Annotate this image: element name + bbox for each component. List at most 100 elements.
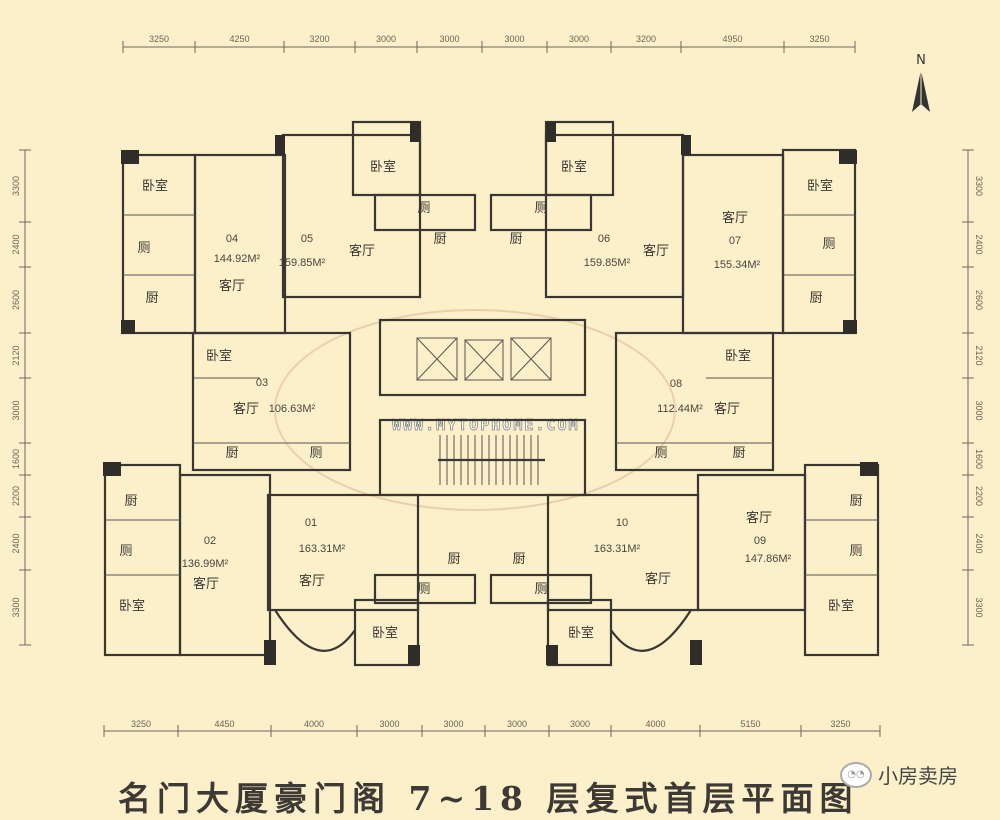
svg-text:08: 08	[670, 378, 682, 390]
dimension-label: 3000	[11, 400, 21, 420]
svg-text:厨: 厨	[732, 446, 745, 461]
walls	[103, 120, 880, 667]
svg-text:厨: 厨	[447, 552, 460, 567]
dimension-label: 3000	[507, 719, 527, 729]
dimension-label: 3200	[636, 34, 656, 44]
dimension-label: 3000	[379, 719, 399, 729]
staircase	[438, 435, 545, 485]
svg-text:客厅: 客厅	[746, 510, 772, 526]
dimension-label: 3250	[830, 719, 850, 729]
dimension-label: 2200	[11, 486, 21, 506]
svg-text:144.92M²: 144.92M²	[214, 253, 261, 265]
dimension-label: 3250	[131, 719, 151, 729]
svg-text:112.44M²: 112.44M²	[657, 403, 703, 415]
dimension-label: 2120	[974, 345, 984, 365]
svg-text:厕: 厕	[654, 446, 667, 461]
svg-text:03: 03	[256, 377, 268, 389]
dimension-label: 2600	[974, 290, 984, 310]
svg-text:厨: 厨	[225, 446, 238, 461]
svg-text:厕: 厕	[534, 582, 547, 597]
dimension-label: 3000	[439, 34, 459, 44]
svg-text:163.31M²: 163.31M²	[299, 543, 346, 555]
svg-text:02: 02	[204, 535, 216, 547]
svg-text:卧室: 卧室	[828, 598, 854, 614]
elevator-icon	[464, 339, 504, 381]
dimension-label: 3000	[569, 34, 589, 44]
svg-text:卧室: 卧室	[372, 625, 398, 641]
svg-text:厕: 厕	[417, 201, 430, 216]
svg-text:136.99M²: 136.99M²	[182, 558, 229, 570]
svg-text:159.85M²: 159.85M²	[279, 257, 326, 269]
dimension-label: 2400	[974, 533, 984, 553]
svg-text:厨: 厨	[124, 494, 137, 509]
svg-text:07: 07	[729, 235, 741, 247]
dimension-label: 3200	[309, 34, 329, 44]
svg-text:卧室: 卧室	[807, 178, 833, 194]
dimension-label: 2200	[974, 486, 984, 506]
dimension-label: 3000	[376, 34, 396, 44]
dimension-label: 4450	[214, 719, 234, 729]
svg-text:客厅: 客厅	[219, 278, 245, 294]
dimension-label: 3250	[809, 34, 829, 44]
dimension-label: 1600	[11, 449, 21, 469]
svg-text:厕: 厕	[417, 582, 430, 597]
svg-text:客厅: 客厅	[193, 576, 219, 592]
svg-text:147.86M²: 147.86M²	[745, 553, 792, 565]
dimension-label: 2120	[11, 345, 21, 365]
svg-text:106.63M²: 106.63M²	[269, 403, 316, 415]
dimension-label: 2400	[974, 234, 984, 254]
dimension-label: 3300	[11, 597, 21, 617]
wechat-icon: ◔◔	[840, 761, 872, 788]
svg-text:厕: 厕	[137, 241, 150, 256]
dimension-label: 3300	[974, 176, 984, 196]
dimension-label: 3000	[443, 719, 463, 729]
svg-text:厨: 厨	[433, 232, 446, 247]
elevator-icon	[416, 337, 458, 381]
svg-text:163.31M²: 163.31M²	[594, 543, 641, 555]
svg-text:客厅: 客厅	[645, 571, 671, 587]
svg-text:客厅: 客厅	[714, 401, 740, 417]
dimension-label: 5150	[740, 719, 760, 729]
svg-text:客厅: 客厅	[349, 243, 375, 259]
dimension-label: 3250	[149, 34, 169, 44]
svg-text:06: 06	[598, 233, 610, 245]
dimension-label: 4000	[645, 719, 665, 729]
north-arrow-icon: N	[912, 53, 930, 112]
svg-text:卧室: 卧室	[142, 178, 168, 194]
dimension-label: 3000	[974, 400, 984, 420]
svg-text:厕: 厕	[309, 446, 322, 461]
svg-text:厨: 厨	[849, 494, 862, 509]
svg-text:01: 01	[305, 517, 317, 529]
dimension-label: 4950	[722, 34, 742, 44]
svg-text:N: N	[916, 53, 926, 68]
svg-text:厨: 厨	[145, 291, 158, 306]
dimension-label: 4250	[229, 34, 249, 44]
brand-name: 小房卖房	[878, 764, 958, 788]
dimension-label: 3300	[11, 176, 21, 196]
svg-text:厨: 厨	[809, 291, 822, 306]
svg-text:卧室: 卧室	[370, 159, 396, 175]
svg-text:厕: 厕	[119, 544, 132, 559]
dimension-label: 2600	[11, 290, 21, 310]
unit-05: 05 159.85M² 客厅 卧室 厕厨	[279, 159, 447, 269]
dimension-label: 3000	[570, 719, 590, 729]
svg-text:厕: 厕	[534, 201, 547, 216]
plan-title: 名门大厦豪门阁 7~18 层复式首层平面图	[118, 779, 859, 818]
svg-text:159.85M²: 159.85M²	[584, 257, 631, 269]
dimension-label: 3300	[974, 597, 984, 617]
svg-text:05: 05	[301, 233, 313, 245]
svg-text:厕: 厕	[822, 237, 835, 252]
dimension-label: 2400	[11, 533, 21, 553]
